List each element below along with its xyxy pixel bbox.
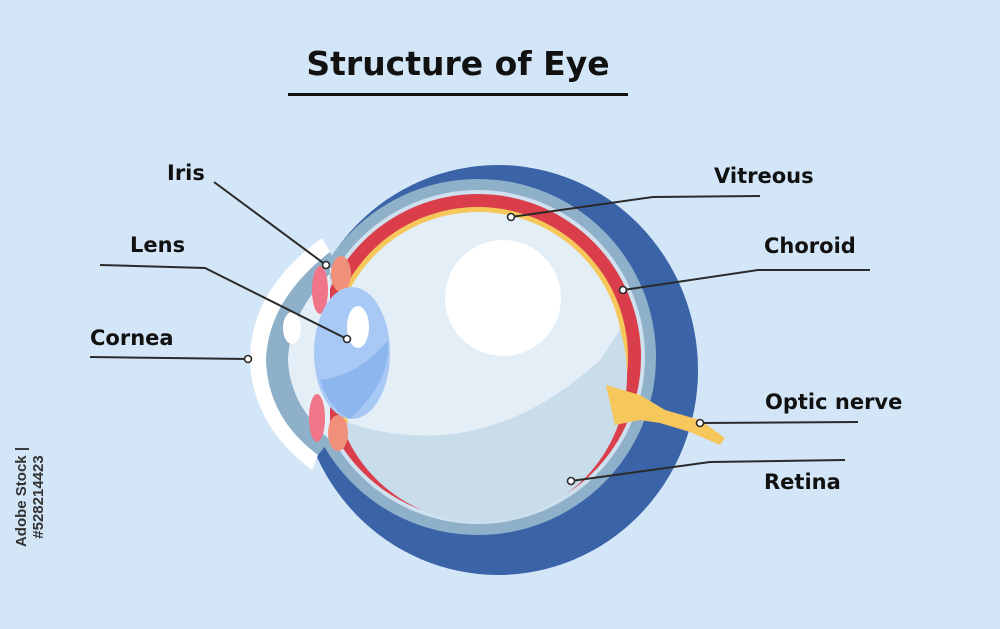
cornea-highlight xyxy=(283,312,301,344)
iris-upper-inner xyxy=(331,256,351,292)
retina-leader xyxy=(570,459,846,482)
label-iris: Iris xyxy=(167,161,205,185)
cornea-outer xyxy=(250,238,330,470)
choroid-point xyxy=(618,285,628,295)
iris-point xyxy=(321,260,331,270)
cornea-leader xyxy=(89,356,249,360)
lens-leader xyxy=(99,264,348,340)
highlight xyxy=(445,240,561,356)
choroid-leader xyxy=(622,269,870,291)
optic-nerve-leader xyxy=(699,421,859,424)
iris-upper xyxy=(312,266,328,314)
label-choroid: Choroid xyxy=(764,234,856,258)
cornea-band xyxy=(266,252,336,455)
vitreous-point xyxy=(506,212,516,222)
iris-lower xyxy=(309,394,325,442)
iris-lower-inner xyxy=(328,415,348,451)
retina-point xyxy=(566,476,576,486)
label-optic-nerve: Optic nerve xyxy=(765,390,903,414)
label-lens: Lens xyxy=(130,233,186,257)
vitreous-shade xyxy=(340,330,628,523)
iris-leader xyxy=(213,181,327,266)
label-retina: Retina xyxy=(764,470,841,494)
lens-shade xyxy=(320,340,389,419)
optic-nerve xyxy=(606,385,725,445)
vitreous-leader xyxy=(510,195,761,218)
optic-nerve-point xyxy=(695,418,705,428)
cornea-point xyxy=(243,354,253,364)
stock-watermark: Adobe Stock | #528214423 xyxy=(13,446,47,548)
title-underline xyxy=(288,93,628,96)
diagram-title: Structure of Eye xyxy=(306,44,610,83)
label-cornea: Cornea xyxy=(90,326,174,350)
lens-point xyxy=(342,334,352,344)
lens-highlight xyxy=(347,306,369,348)
label-vitreous: Vitreous xyxy=(714,164,814,188)
